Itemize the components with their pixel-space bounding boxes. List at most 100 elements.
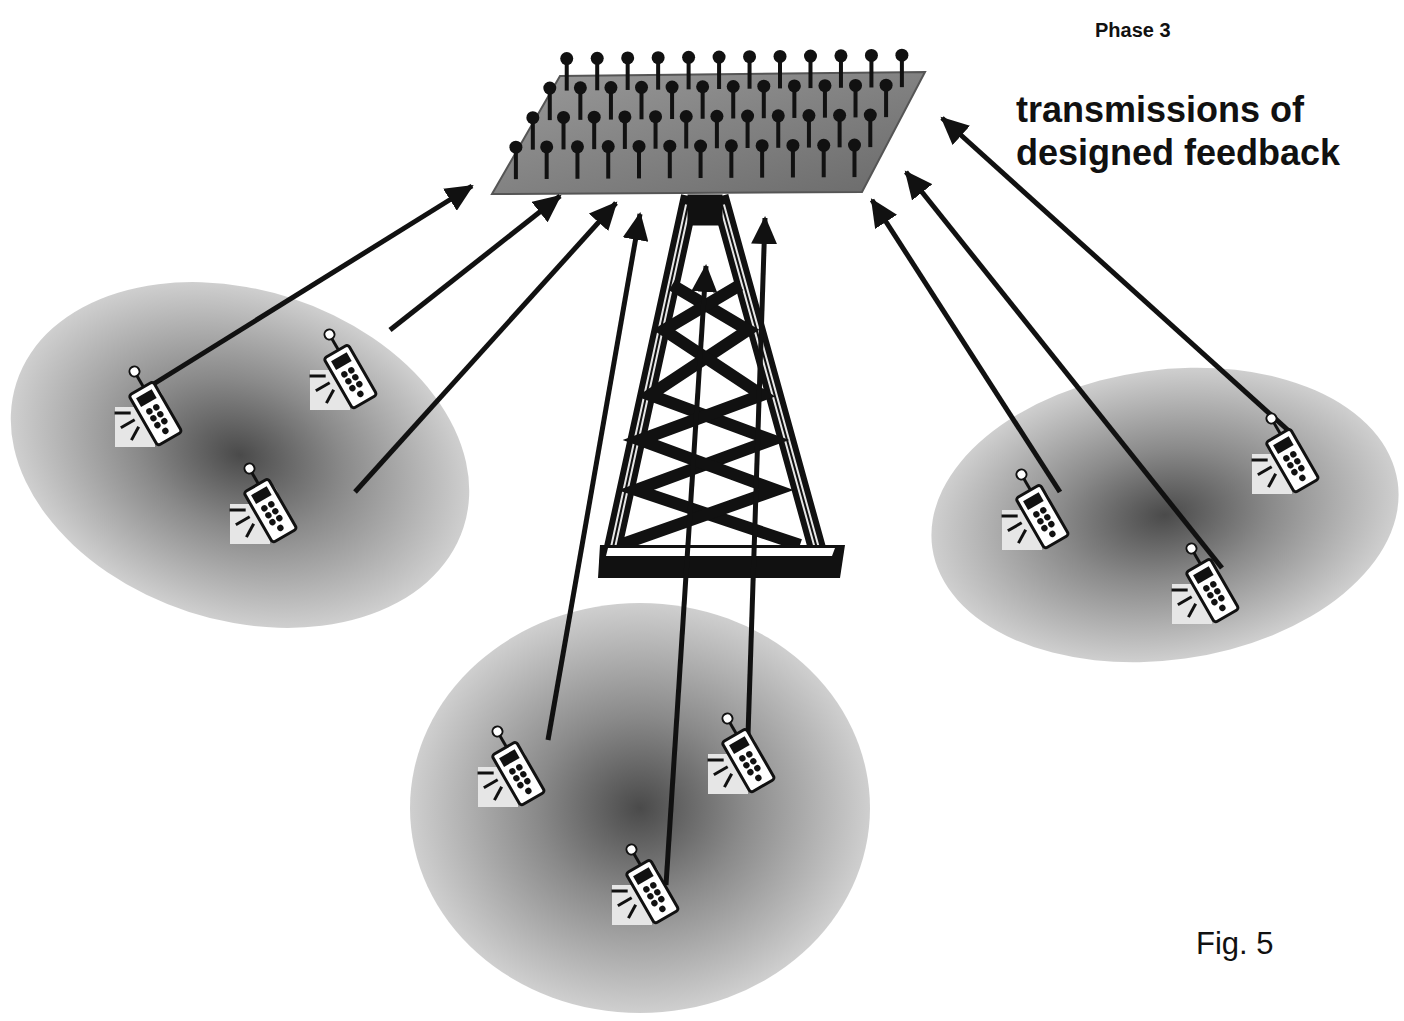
antenna-element [838,119,842,147]
device-body [460,722,545,818]
antenna-element [900,59,904,87]
antenna-element [713,51,726,64]
antenna-element [602,140,615,153]
antenna-element [865,49,878,62]
antenna-element [637,150,641,178]
antenna-element [807,120,811,148]
antenna-element [774,50,787,63]
antenna-element [772,109,785,122]
user-device [97,362,182,458]
antenna-element [571,140,584,153]
device-body [212,459,297,555]
device-body [594,840,679,936]
antenna-element [656,62,660,90]
antenna-element [633,140,646,153]
antenna-element [729,150,733,178]
antenna-element [694,140,707,153]
antenna-element [635,81,648,94]
antenna-element [592,121,596,149]
antenna-element [621,51,634,64]
antenna-element [710,110,723,123]
antenna-element [670,91,674,119]
antenna-element [531,122,535,150]
antenna-element [791,149,795,177]
antenna-element [668,150,672,178]
antenna-element [788,79,801,92]
antenna-element [588,111,601,124]
antenna-element [682,51,695,64]
antenna-element [717,61,721,89]
antenna-element [776,120,780,148]
antenna-element [864,109,877,122]
antenna-element [663,140,676,153]
antenna-element [786,139,799,152]
antenna-element [548,92,552,120]
antenna-element [545,151,549,179]
antenna-element [727,80,740,93]
antenna-element [715,120,719,148]
user-cluster [912,339,1404,692]
user-device [212,459,297,555]
antenna-element [618,110,631,123]
antenna-element [725,139,738,152]
device-body [292,325,377,421]
antenna-element [666,81,679,94]
antenna-element [792,90,796,118]
antenna-element [817,139,830,152]
antenna-element [543,82,556,95]
device-body [984,465,1069,561]
antenna-element [762,90,766,118]
antenna-element [833,109,846,122]
antenna-element [757,80,770,93]
antenna-element [895,49,908,62]
antenna-element [802,109,815,122]
antenna-element [540,140,553,153]
user-device [292,325,377,421]
antenna-element [649,110,662,123]
antenna-element [609,92,613,120]
antenna-element [743,50,756,63]
antenna-element [808,60,812,88]
antenna-element [565,63,569,91]
antenna-element [804,50,817,63]
figure-number: Fig. 5 [1196,925,1336,962]
antenna-element [680,110,693,123]
antenna-element [756,139,769,152]
antenna-element [591,52,604,65]
antenna-element [578,92,582,120]
device-body [97,362,182,458]
antenna-element [701,91,705,119]
antenna-element [684,120,688,148]
antenna-element [526,111,539,124]
antenna-element [652,51,665,64]
antenna-element [869,59,873,87]
antenna-element [880,79,893,92]
antenna-element [575,151,579,179]
antenna-element [687,61,691,89]
antenna-element [557,111,570,124]
device-body [1154,539,1239,635]
antenna-element [640,91,644,119]
antenna-element [822,149,826,177]
antenna-element [626,62,630,90]
antenna-element [868,119,872,147]
user-device [690,709,775,805]
antenna-element [654,121,658,149]
antenna-element [741,110,754,123]
user-cluster [410,603,870,1013]
user-device [1154,539,1239,635]
antenna-element [746,120,750,148]
antenna-element [595,62,599,90]
antenna-element [604,81,617,94]
device-body [1234,409,1319,505]
antenna-element [852,149,856,177]
antenna-element [562,121,566,149]
antenna-element [514,151,518,179]
user-device [1234,409,1319,505]
antenna-element [884,89,888,117]
antenna-element [509,141,522,154]
antenna-element [854,89,858,117]
antenna-element [834,49,847,62]
antenna-element [606,151,610,179]
uplink-arrows [152,118,1290,885]
